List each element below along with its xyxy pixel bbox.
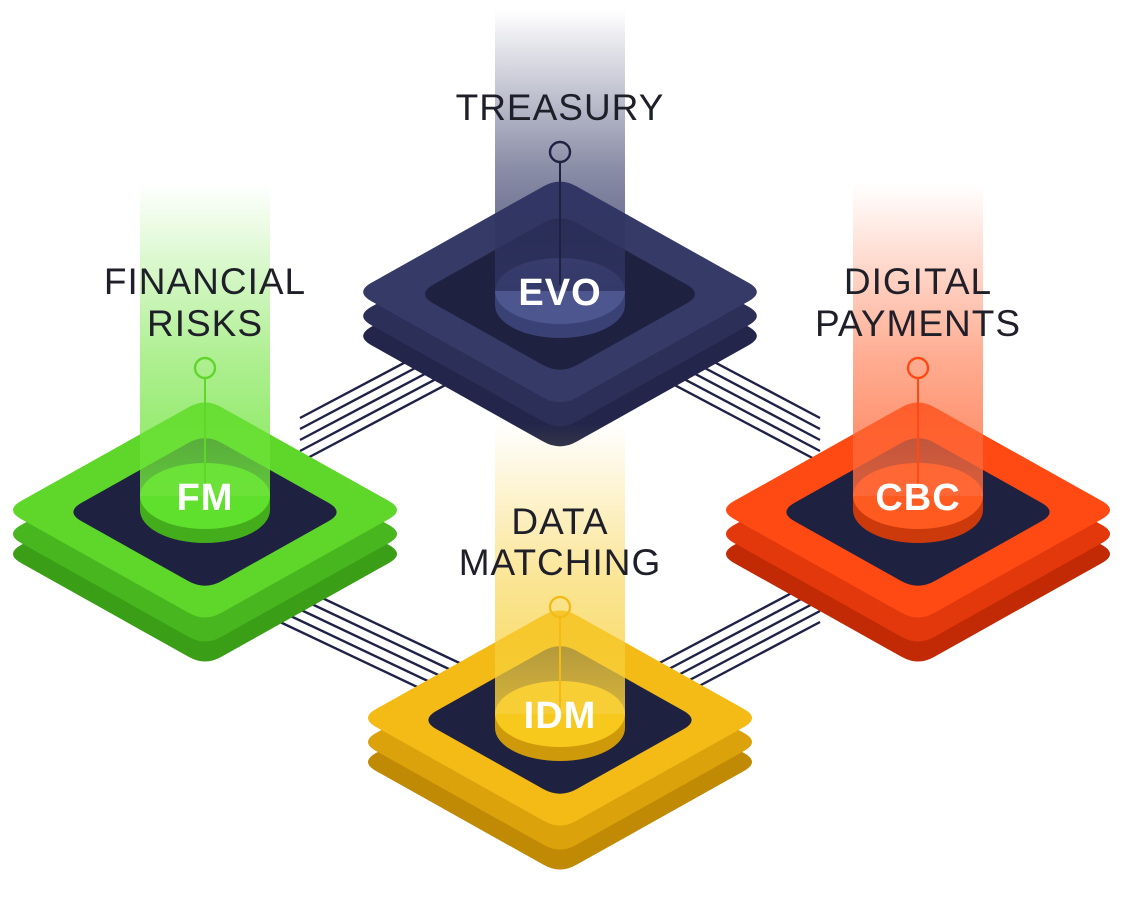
connector-fm-evo	[299, 370, 471, 464]
idm-disc-label: IDM	[524, 695, 597, 737]
fm-disc-label: FM	[177, 477, 234, 519]
pin-circle-icon	[548, 140, 572, 164]
treasury-label: TREASURY	[456, 87, 665, 128]
module-financial-risks: FINANCIAL RISKS FM	[13, 184, 397, 662]
digital-payments-label-line1: DIGITAL	[844, 261, 992, 302]
pin-circle-icon	[906, 356, 930, 380]
module-data-matching: DATA MATCHING IDM	[368, 424, 752, 870]
module-treasury: TREASURY EVO	[363, 10, 757, 447]
data-matching-label-line2: MATCHING	[459, 542, 662, 583]
financial-risks-label-line1: FINANCIAL	[104, 261, 306, 302]
financial-risks-label-line2: RISKS	[147, 303, 263, 344]
connector-idm-cbc	[649, 587, 821, 681]
data-matching-label-line1: DATA	[511, 501, 608, 542]
pin-circle-icon	[548, 595, 572, 619]
module-digital-payments: DIGITAL PAYMENTS CBC	[726, 184, 1110, 662]
digital-payments-label-line2: PAYMENTS	[815, 303, 1021, 344]
evo-disc-label: EVO	[518, 272, 601, 314]
cbc-disc-label: CBC	[875, 477, 960, 519]
connector-evo-cbc	[649, 370, 821, 464]
pin-circle-icon	[193, 356, 217, 380]
